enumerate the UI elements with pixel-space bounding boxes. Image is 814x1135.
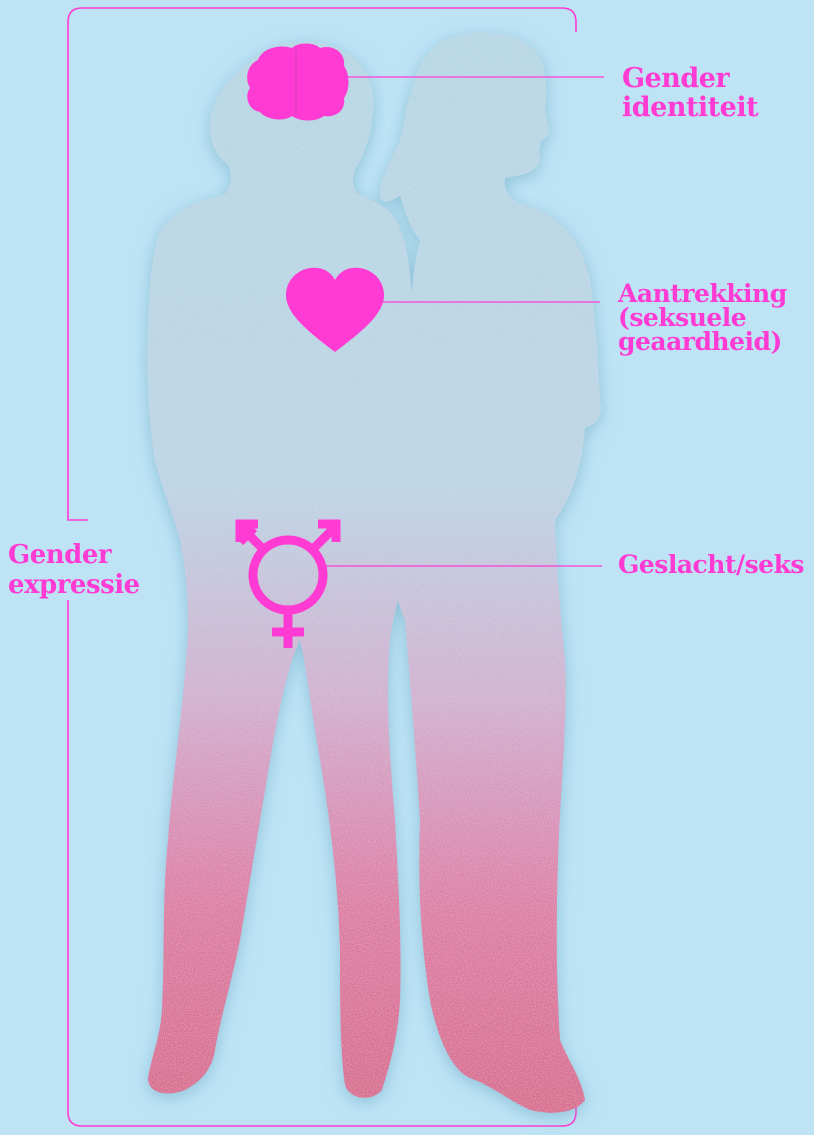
brain-icon [247,44,348,121]
label-sex: Geslacht/seks [618,550,804,580]
label-gender-expression-line2: expressie [8,570,140,600]
label-gender-expression-line1: Gender [8,540,140,570]
person-back-silhouette [380,33,601,1113]
label-attraction-line3: geaardheid) [618,330,787,354]
label-sex-line1: Geslacht/seks [618,550,804,580]
label-gender-identity-line1: Gender [622,64,758,93]
person-front-silhouette [147,42,413,1098]
label-attraction: Aantrekking (seksuele geaardheid) [618,282,787,354]
silhouette-group [147,33,601,1113]
label-gender-identity-line2: identiteit [622,93,758,122]
label-gender-expression: Gender expressie [8,540,140,600]
label-gender-identity: Gender identiteit [622,64,758,122]
